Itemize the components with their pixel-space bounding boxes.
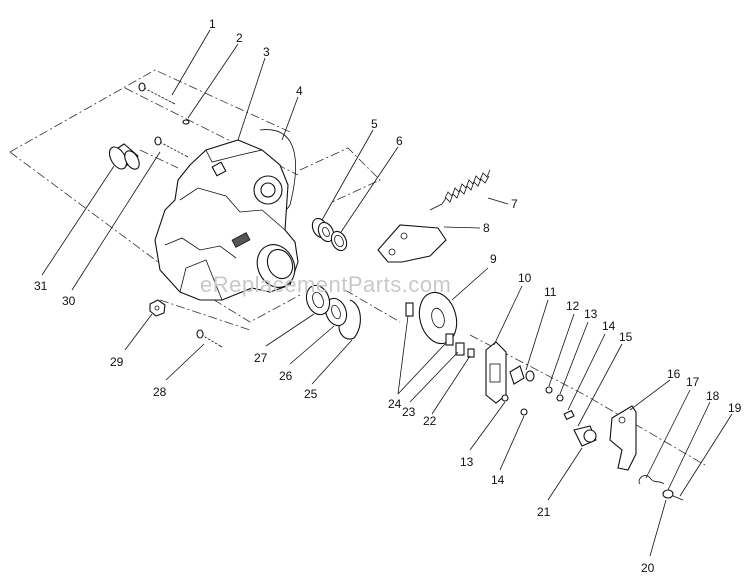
- callout-16: 16: [667, 367, 681, 381]
- part-ball-bearing: [305, 284, 331, 316]
- callout-6: 6: [396, 134, 403, 148]
- callout-9: 9: [490, 252, 497, 266]
- callout-13: 13: [584, 307, 598, 321]
- callout-13-lower: 13: [460, 455, 474, 469]
- callout-2: 2: [236, 31, 243, 45]
- callout-14: 14: [602, 319, 616, 333]
- assembly-guide-lines: [9, 69, 706, 466]
- part-washer-small: [182, 119, 190, 125]
- callout-11: 11: [544, 285, 557, 299]
- part-bolt-short: [154, 136, 189, 158]
- callout-31: 31: [34, 279, 48, 293]
- callout-18: 18: [706, 389, 720, 403]
- callout-28: 28: [153, 385, 167, 399]
- callout-7: 7: [511, 197, 518, 211]
- callout-12: 12: [566, 299, 580, 313]
- callout-19: 19: [728, 401, 742, 415]
- part-bracket: [377, 224, 447, 263]
- callout-1: 1: [209, 17, 216, 31]
- callout-26: 26: [279, 369, 293, 383]
- part-housing: [154, 139, 299, 301]
- part-latch-plate: [485, 341, 507, 404]
- callout-20: 20: [641, 561, 655, 575]
- callout-27: 27: [254, 351, 268, 365]
- part-retaining-ring: [338, 299, 361, 340]
- part-pin-assembly: [638, 475, 684, 501]
- callout-17: 17: [686, 375, 700, 389]
- callout-4: 4: [296, 84, 303, 98]
- callout-8: 8: [483, 221, 490, 235]
- leader-lines: [41, 29, 733, 557]
- part-nut: [149, 299, 166, 317]
- callout-30: 30: [62, 294, 76, 308]
- part-keys: [405, 302, 454, 346]
- part-bolt-lower: [196, 329, 223, 348]
- watermark: eReplacementParts.com: [200, 272, 451, 297]
- part-bushing: [108, 143, 140, 170]
- callout-10: 10: [518, 271, 532, 285]
- part-ring: [330, 230, 348, 252]
- callout-22: 22: [423, 414, 437, 428]
- part-lever: [609, 405, 637, 471]
- callout-3: 3: [263, 45, 270, 59]
- callout-21: 21: [537, 505, 551, 519]
- callout-23: 23: [402, 405, 416, 419]
- part-knob: [573, 425, 597, 447]
- callout-29: 29: [110, 355, 124, 369]
- part-seal: [324, 297, 348, 327]
- part-washer-large: [418, 291, 458, 345]
- part-bearing: [311, 217, 335, 243]
- callout-labels: 1 2 3 4 5 6 7 8 9 10 11 12 13 14 15 16 1…: [34, 17, 742, 575]
- part-spring: [429, 169, 491, 211]
- part-small-hardware: [501, 365, 575, 421]
- part-small-clips: [455, 342, 475, 358]
- part-bolt-long: [138, 82, 176, 105]
- callout-25: 25: [304, 387, 318, 401]
- callout-15: 15: [619, 330, 633, 344]
- callout-24: 24: [388, 397, 402, 411]
- callout-14-lower: 14: [491, 473, 505, 487]
- callout-5: 5: [371, 117, 378, 131]
